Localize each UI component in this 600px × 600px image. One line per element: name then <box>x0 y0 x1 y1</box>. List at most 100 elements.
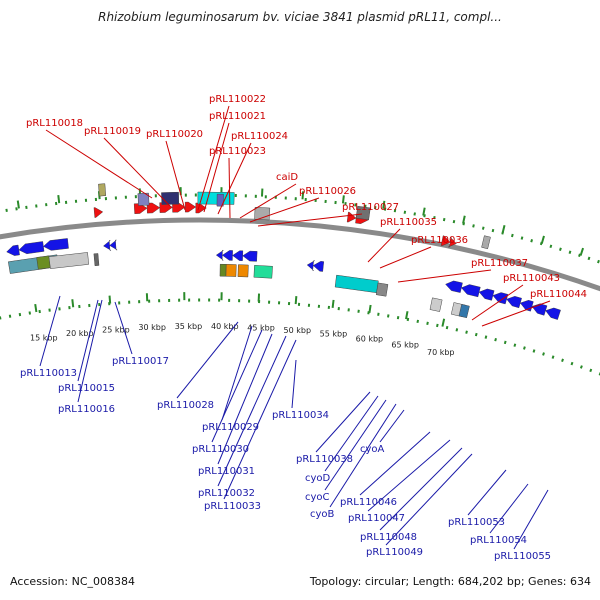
reverse-leader-line <box>291 359 297 409</box>
tick-mark <box>108 295 112 304</box>
tick-mark <box>405 311 409 320</box>
reverse-leader-line <box>217 335 287 487</box>
reverse-gene-label: pRL110048 <box>360 532 417 543</box>
map-title: Rhizobium leguminosarum bv. viciae 3841 … <box>98 10 502 24</box>
outer-tick <box>57 195 61 204</box>
feature-block <box>48 252 89 269</box>
reverse-gene-arrow <box>43 238 69 251</box>
forward-gene-label: pRL110018 <box>26 118 83 129</box>
tick-label: 50 kbp <box>284 326 312 335</box>
forward-leader-line <box>239 183 297 219</box>
reverse-gene-label: pRL110047 <box>348 513 405 524</box>
feature-block <box>219 263 227 277</box>
forward-gene-label: pRL110024 <box>231 131 288 142</box>
feature-block <box>253 265 273 279</box>
forward-gene-label: pRL110044 <box>530 289 587 300</box>
forward-gene-label: pRL110036 <box>411 235 468 246</box>
reverse-leader-line <box>324 399 387 491</box>
feature-block <box>225 264 237 277</box>
tick-mark <box>71 299 75 308</box>
reverse-gene-arrow <box>312 261 325 272</box>
forward-leader-line <box>45 129 153 199</box>
tick-label: 55 kbp <box>320 330 348 339</box>
outer-dotted-ring <box>0 193 600 264</box>
forward-gene-arrow <box>133 203 148 214</box>
outer-tick <box>301 191 305 200</box>
forward-leader-line <box>165 140 186 211</box>
inner-dotted-ring <box>0 298 600 376</box>
forward-gene-arrow <box>184 201 197 213</box>
topology-text: Topology: circular; Length: 684,202 bp; … <box>309 575 591 588</box>
outer-tick <box>501 224 506 234</box>
forward-leader-line <box>481 300 551 327</box>
tick-label: 60 kbp <box>356 335 384 344</box>
accession-text: Accession: NC_008384 <box>10 575 136 588</box>
reverse-gene-arrow <box>232 250 244 261</box>
tick-label: 25 kbp <box>102 326 130 335</box>
reverse-leader-line <box>467 469 507 516</box>
reverse-gene-label: pRL110029 <box>202 422 259 433</box>
reverse-gene-arrow <box>545 307 561 320</box>
tick-label: 30 kbp <box>138 323 166 332</box>
reverse-gene-arrow <box>531 303 548 316</box>
tick-mark <box>331 299 335 308</box>
reverse-gene-label: pRL110030 <box>192 444 249 455</box>
tick-mark <box>441 318 446 327</box>
forward-gene-label: pRL110037 <box>471 258 528 269</box>
reverse-gene-arrow <box>222 250 233 261</box>
forward-gene-label: pRL110021 <box>209 111 266 122</box>
reverse-leader-line <box>379 447 463 531</box>
reverse-leader-line <box>77 299 103 403</box>
forward-gene-arrow <box>447 236 457 248</box>
reverse-leader-line <box>211 329 263 443</box>
outer-tick <box>540 235 545 244</box>
reverse-gene-label: cyoC <box>305 492 330 503</box>
forward-leader-line <box>379 246 432 269</box>
tick-label: 35 kbp <box>175 322 203 331</box>
tick-label: 65 kbp <box>391 341 419 350</box>
reverse-gene-arrow <box>306 260 316 271</box>
reverse-gene-label: pRL110015 <box>58 383 115 394</box>
forward-leader-line <box>471 284 524 321</box>
tick-mark <box>294 296 298 305</box>
reverse-gene-label: pRL110054 <box>470 535 527 546</box>
forward-leader-line <box>103 137 171 207</box>
reverse-leader-line <box>39 295 61 367</box>
feature-block <box>36 255 51 270</box>
feature-block <box>98 183 107 197</box>
reverse-gene-label: pRL110034 <box>272 410 329 421</box>
forward-leader-line <box>203 122 230 213</box>
reverse-gene-arrow <box>506 296 522 309</box>
reverse-gene-arrow <box>109 239 118 251</box>
reverse-leader-line <box>221 325 253 421</box>
outer-tick <box>341 195 345 204</box>
reverse-leader-line <box>176 321 239 399</box>
reverse-gene-arrow <box>103 240 112 251</box>
reverse-gene-arrow <box>18 241 45 255</box>
forward-leader-line <box>197 105 230 211</box>
reverse-gene-label: pRL110028 <box>157 400 214 411</box>
reverse-gene-arrow <box>478 288 495 301</box>
forward-gene-label: pRL110019 <box>84 126 141 137</box>
feature-block <box>161 191 180 205</box>
forward-gene-label: pRL110027 <box>342 202 399 213</box>
reverse-leader-line <box>385 453 473 546</box>
reverse-gene-label: pRL110038 <box>296 454 353 465</box>
feature-block <box>237 264 249 278</box>
tick-label: 45 kbp <box>247 324 275 333</box>
forward-gene-label: pRL110023 <box>209 146 266 157</box>
reverse-gene-arrow <box>492 292 509 305</box>
forward-leader-line <box>397 269 492 283</box>
feature-block <box>375 282 389 297</box>
feature-block <box>334 274 379 294</box>
reverse-gene-arrow <box>215 250 225 261</box>
tick-mark <box>368 304 372 314</box>
reverse-gene-label: pRL110031 <box>198 466 255 477</box>
tick-label: 20 kbp <box>66 329 94 338</box>
reverse-leader-line <box>513 489 549 550</box>
forward-gene-label: pRL110020 <box>146 129 203 140</box>
forward-gene-label: pRL110035 <box>380 217 437 228</box>
